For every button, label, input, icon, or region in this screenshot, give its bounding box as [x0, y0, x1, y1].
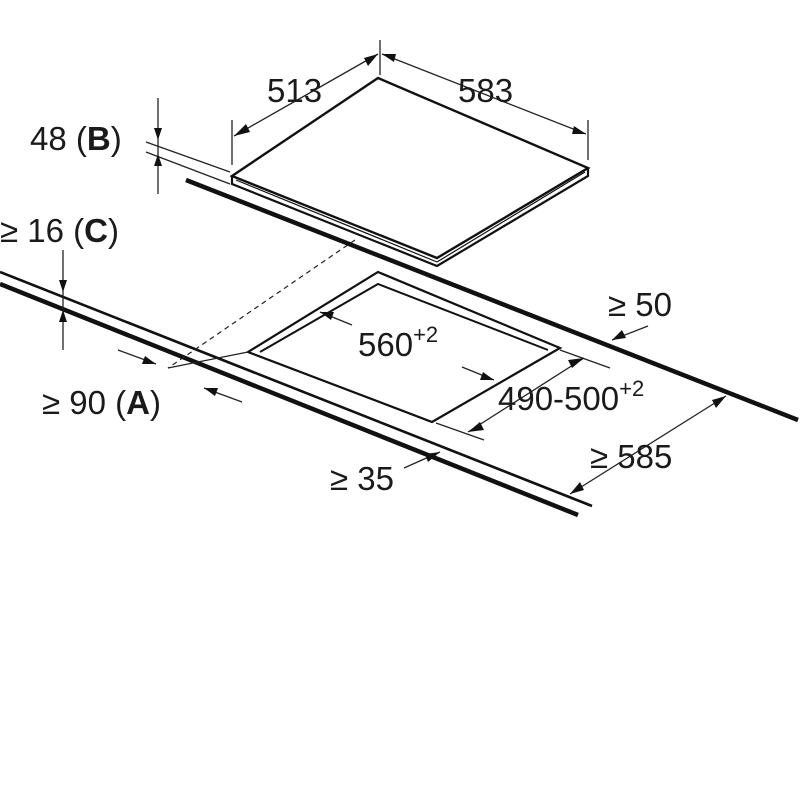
- label-cutout-depth-value: 490-500: [498, 380, 619, 417]
- label-cutout-depth-tol: +2: [619, 376, 644, 401]
- label-front-distance: ≥ 90 (A): [42, 384, 161, 421]
- dim-585: [569, 395, 727, 495]
- dim-35: [403, 451, 441, 469]
- label-cutout-width-tol: +2: [413, 322, 438, 347]
- worktop-front-bottom-edge: [0, 281, 579, 518]
- label-front-distance-ref: A: [126, 384, 150, 421]
- worktop-back-edge: [185, 177, 799, 423]
- label-side-distance: ≥ 35: [330, 460, 394, 497]
- label-hob-height-value: 48: [30, 120, 67, 157]
- label-worktop-thickness: ≥ 16 (C): [0, 212, 119, 249]
- label-hob-width: 583: [458, 72, 513, 109]
- dim-50: [611, 325, 649, 341]
- dim-16: [59, 250, 67, 350]
- projection-line: [167, 239, 356, 369]
- label-rear-distance: ≥ 50: [608, 286, 672, 323]
- label-cutout-width: 560+2: [358, 322, 438, 363]
- label-cutout-depth: 490-500+2: [498, 376, 644, 417]
- dim-490: [435, 349, 611, 441]
- worktop-front-top-edge: [0, 270, 593, 508]
- dim-583: [381, 53, 589, 160]
- label-cutout-width-value: 560: [358, 326, 413, 363]
- label-worktop-thickness-value: ≥ 16: [0, 212, 64, 249]
- label-worktop-thickness-ref: C: [84, 212, 108, 249]
- label-hob-height: 48 (B): [30, 120, 122, 157]
- dim-513: [231, 40, 381, 165]
- label-front-distance-value: ≥ 90: [42, 384, 106, 421]
- dim-560: [319, 311, 495, 381]
- cutout-outline: [245, 270, 563, 424]
- label-hob-height-ref: B: [87, 120, 111, 157]
- label-hob-depth: 513: [267, 72, 322, 109]
- dim-48: [145, 98, 231, 194]
- hob: [229, 76, 591, 268]
- label-worktop-depth: ≥ 585: [590, 438, 672, 475]
- dim-90: [117, 349, 249, 403]
